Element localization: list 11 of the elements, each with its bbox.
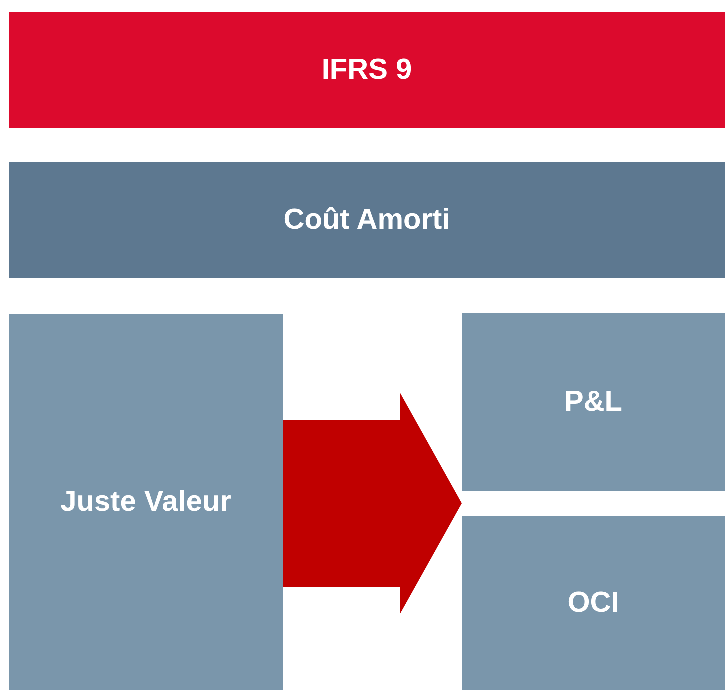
box-label: OCI [568,586,620,620]
block-arrow [283,392,462,614]
label-box [9,12,725,128]
box-label: P&L [564,386,622,418]
label-box [462,516,725,690]
label-box [9,162,725,278]
box-label: IFRS 9 [322,54,412,86]
box-label: Coût Amorti [284,204,450,236]
box-label: Juste Valeur [60,486,232,518]
label-box [462,313,725,491]
label-box [9,314,283,690]
